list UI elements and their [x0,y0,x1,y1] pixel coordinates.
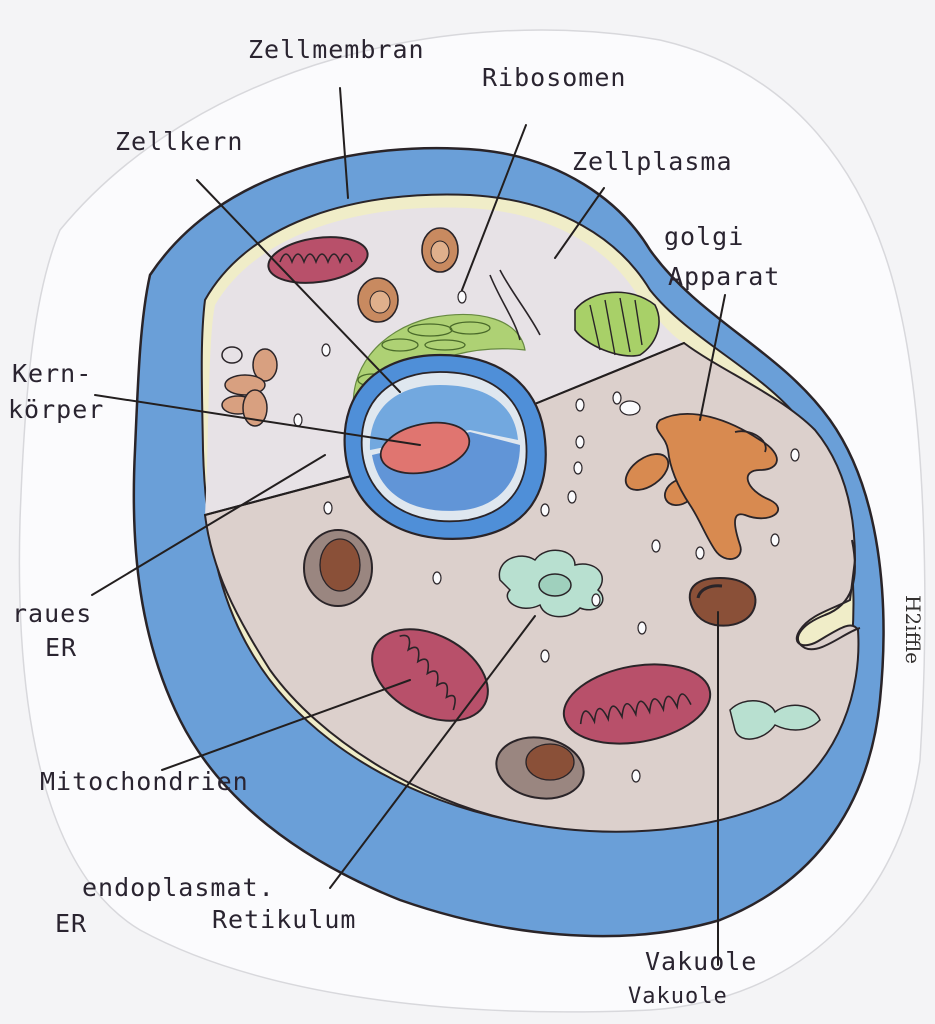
label-vakuole-line1: Vakuole [645,947,757,976]
ribosome-dots [293,290,800,783]
label-retikulum: Retikulum [212,905,356,934]
label-endo-er-line1: endoplasmat. [82,873,275,902]
vacuole [688,576,757,627]
label-kernkoerper-line2: körper [8,395,104,424]
label-raues-er-line2: ER [45,633,77,662]
left-golgi-vesicles [221,346,278,427]
label-golgi-line2: Apparat [668,262,780,291]
label-zellmembran: Zellmembran [248,35,425,64]
label-zellplasma: Zellplasma [572,147,733,176]
label-endo-er-line2: ER [55,909,87,938]
label-raues-er-line1: raues [12,599,92,628]
label-vakuole-line2: Vakuole [628,984,728,1009]
vesicle-group [303,227,585,800]
label-zellkern: Zellkern [115,127,243,156]
artist-signature: H2iffle [901,595,925,664]
label-mitochondrien: Mitochondrien [40,767,249,796]
label-ribosomen: Ribosomen [482,63,626,92]
mitochondrion-top [267,236,369,284]
smooth-er [498,549,821,740]
golgi-stack-top [574,291,660,357]
leader-lines [91,87,726,966]
mitochondrion-left [371,628,489,722]
golgi-apparatus [624,413,779,560]
label-kernkoerper-line1: Kern- [12,359,92,388]
nucleolus [379,421,471,475]
label-golgi-line1: golgi [664,222,744,251]
mitochondrion-right [562,663,712,745]
membrane-notch [797,539,861,651]
